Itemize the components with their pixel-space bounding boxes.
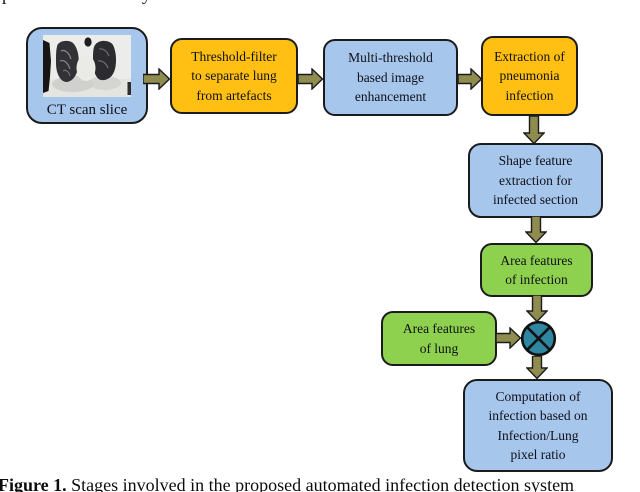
cropped-glyph-right: y <box>142 0 151 5</box>
flow-arrow-right-icon <box>496 327 521 349</box>
figure-caption: Figure 1. Stages involved in the propose… <box>0 475 640 492</box>
flow-arrow-down-icon <box>526 356 548 379</box>
cropped-text-line: p y <box>0 0 640 6</box>
flow-arrow-right-icon <box>298 68 323 90</box>
figure-caption-text: Stages involved in the proposed automate… <box>66 475 575 492</box>
node-line: Area features <box>500 252 573 268</box>
node-line: based image <box>356 69 425 85</box>
multiply-operator-icon <box>520 320 557 357</box>
node-area-features-lung: Area features of lung <box>381 311 497 366</box>
node-label: CT scan slice <box>46 102 128 118</box>
flow-arrow-down-icon <box>523 116 545 144</box>
node-line: to separate lung <box>191 68 277 84</box>
node-line: infection <box>505 87 554 103</box>
node-line: Extraction of <box>494 48 565 64</box>
node-line: pixel ratio <box>510 446 566 462</box>
node-line: Shape feature <box>498 153 573 169</box>
node-threshold-filter: Threshold-filter to separate lung from a… <box>170 38 298 114</box>
flow-arrow-down-icon <box>525 216 547 243</box>
ct-scan-image <box>43 35 131 97</box>
node-line: Area features <box>402 321 476 337</box>
node-multi-threshold-enhancement: Multi-threshold based image enhancement <box>323 39 458 116</box>
node-line: of infection <box>505 272 568 287</box>
node-ct-scan-slice: CT scan slice <box>26 27 148 124</box>
node-line: Infection/Lung <box>497 427 579 443</box>
flow-arrow-right-icon <box>458 68 482 90</box>
node-pneumonia-extraction: Extraction of pneumonia infection <box>481 36 578 116</box>
node-line: of lung <box>419 340 459 356</box>
node-shape-feature-extraction: Shape feature extraction for infected se… <box>468 143 603 218</box>
node-line: pneumonia <box>499 68 560 84</box>
flow-arrow-right-icon <box>143 68 170 90</box>
cropped-glyph-left: p <box>2 0 11 5</box>
node-line: Computation of <box>495 388 581 404</box>
node-line: Threshold-filter <box>191 48 277 64</box>
node-line: extraction for <box>498 172 573 188</box>
node-line: from artefacts <box>196 87 272 103</box>
flow-arrow-down-icon <box>526 295 548 322</box>
node-line: Multi-threshold <box>348 50 433 66</box>
figure-caption-label: Figure 1. <box>0 475 67 492</box>
node-line: infection based on <box>488 408 588 424</box>
node-area-features-infection: Area features of infection <box>480 243 593 297</box>
node-line: infected section <box>492 192 579 208</box>
node-line: enhancement <box>354 89 427 105</box>
node-computation-pixel-ratio: Computation of infection based on Infect… <box>463 379 613 472</box>
